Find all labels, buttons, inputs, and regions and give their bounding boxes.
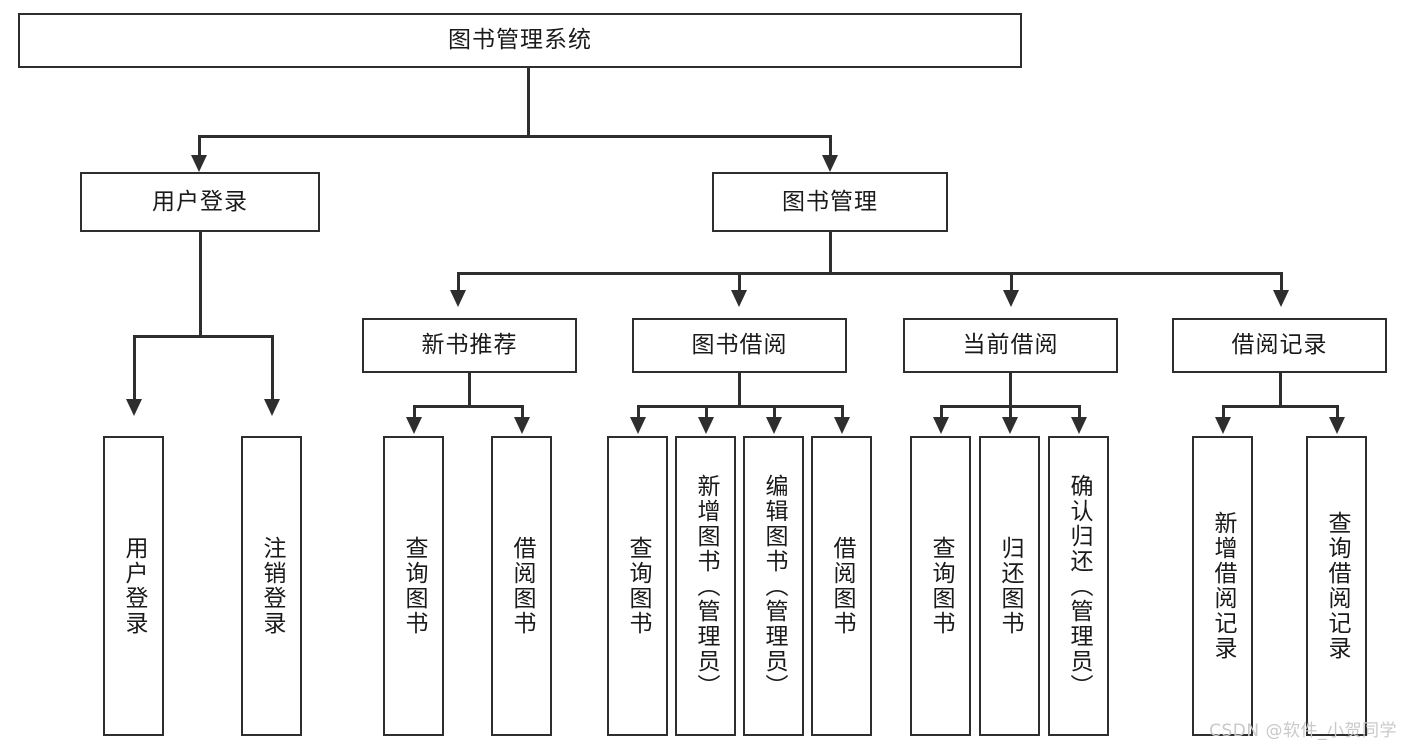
leaf-label: 编辑图书（管理员） [761,473,788,699]
leaf-add-record[interactable]: 新增借阅记录 [1192,436,1253,736]
leaf-label: 查询图书 [928,536,955,636]
connector-new-book-bus [413,405,523,408]
connector-new-book-stem [468,373,471,405]
arrowhead-bm-to-current-borrow [1003,290,1019,307]
arrowhead-bm-to-book-borrow [731,290,747,307]
arrowhead-bm-to-borrow-record [1273,290,1289,307]
leaf-label: 注销登录 [259,536,286,636]
leaf-query-book-2[interactable]: 查询图书 [607,436,668,736]
node-book-management[interactable]: 图书管理 [712,172,948,232]
connector-user-login-to-leaf-1 [133,335,136,401]
connector-book-borrow-to-leaf-3 [773,405,776,419]
connector-bm-to-borrow-record [1280,272,1283,292]
leaf-label: 确认归还（管理员） [1066,473,1093,699]
leaf-add-book[interactable]: 新增图书（管理员） [675,436,736,736]
connector-new-book-to-leaf-2 [521,405,524,419]
leaf-confirm-return[interactable]: 确认归还（管理员） [1048,436,1109,736]
leaf-label: 新增图书（管理员） [693,473,720,699]
leaf-label: 查询借阅记录 [1324,511,1351,661]
connector-root-bus [198,135,831,138]
node-new-book-recommend[interactable]: 新书推荐 [362,318,577,373]
connector-book-management-stem [829,232,832,272]
arrowhead-new-book-to-leaf-1 [406,417,422,434]
connector-new-book-to-leaf-1 [413,405,416,419]
arrowhead-book-borrow-to-leaf-4 [834,417,850,434]
connector-bm-to-book-borrow [738,272,741,292]
leaf-label: 查询图书 [625,536,652,636]
connector-current-borrow-to-leaf-2 [1009,405,1012,419]
connector-current-borrow-to-leaf-3 [1078,405,1081,419]
connector-borrow-record-bus [1222,405,1338,408]
connector-borrow-record-to-leaf-1 [1222,405,1225,419]
node-user-login[interactable]: 用户登录 [80,172,320,232]
arrowhead-user-login-to-leaf-1 [126,399,142,416]
connector-book-borrow-to-leaf-1 [637,405,640,419]
leaf-user-login[interactable]: 用户登录 [103,436,164,736]
connector-bm-to-new-book [457,272,460,292]
leaf-edit-book[interactable]: 编辑图书（管理员） [743,436,804,736]
leaf-query-book-3[interactable]: 查询图书 [910,436,971,736]
arrowhead-borrow-record-to-leaf-1 [1215,417,1231,434]
leaf-label: 用户登录 [121,536,148,636]
connector-borrow-record-stem [1279,373,1282,405]
leaf-borrow-book-2[interactable]: 借阅图书 [811,436,872,736]
connector-user-login-stem [199,232,202,335]
node-book-borrow[interactable]: 图书借阅 [632,318,847,373]
arrowhead-root-to-user-login [191,155,207,172]
connector-book-borrow-bus [637,405,843,408]
leaf-label: 归还图书 [997,536,1024,636]
leaf-label: 新增借阅记录 [1210,511,1237,661]
arrowhead-current-borrow-to-leaf-1 [933,417,949,434]
leaf-return-book[interactable]: 归还图书 [979,436,1040,736]
leaf-label: 借阅图书 [509,536,536,636]
arrowhead-book-borrow-to-leaf-3 [766,417,782,434]
leaf-label: 查询图书 [401,536,428,636]
connector-user-login-bus [133,335,273,338]
node-root-book-management-system[interactable]: 图书管理系统 [18,13,1022,68]
arrowhead-current-borrow-to-leaf-2 [1002,417,1018,434]
connector-book-borrow-to-leaf-4 [841,405,844,419]
arrowhead-current-borrow-to-leaf-3 [1071,417,1087,434]
arrowhead-book-borrow-to-leaf-2 [698,417,714,434]
leaf-logout-login[interactable]: 注销登录 [241,436,302,736]
connector-root-stem [527,68,530,135]
connector-current-borrow-to-leaf-1 [940,405,943,419]
leaf-query-record[interactable]: 查询借阅记录 [1306,436,1367,736]
arrowhead-root-to-book-management [822,155,838,172]
node-current-borrow[interactable]: 当前借阅 [903,318,1118,373]
connector-book-management-bus [457,272,1282,275]
connector-user-login-to-leaf-2 [271,335,274,401]
arrowhead-borrow-record-to-leaf-2 [1329,417,1345,434]
arrowhead-new-book-to-leaf-2 [514,417,530,434]
leaf-label: 借阅图书 [829,536,856,636]
arrowhead-bm-to-new-book [450,290,466,307]
arrowhead-user-login-to-leaf-2 [264,399,280,416]
leaf-borrow-book-1[interactable]: 借阅图书 [491,436,552,736]
connector-bm-to-current-borrow [1010,272,1013,292]
connector-current-borrow-stem [1009,373,1012,405]
leaf-query-book-1[interactable]: 查询图书 [383,436,444,736]
connector-borrow-record-to-leaf-2 [1336,405,1339,419]
connector-root-to-user-login [198,135,201,157]
arrowhead-book-borrow-to-leaf-1 [630,417,646,434]
connector-root-to-book-management [829,135,832,157]
connector-book-borrow-to-leaf-2 [705,405,708,419]
connector-book-borrow-stem [738,373,741,405]
node-borrow-record[interactable]: 借阅记录 [1172,318,1387,373]
